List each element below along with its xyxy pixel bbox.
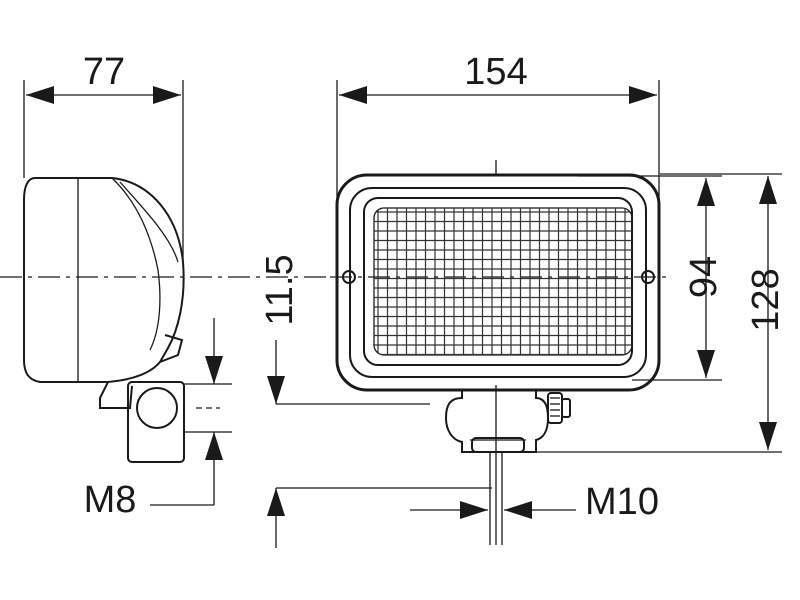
dim-77-label: 77 bbox=[83, 51, 125, 93]
lens-grid bbox=[374, 208, 632, 355]
dim-128-arrow-bottom bbox=[759, 422, 777, 450]
dim-11-5-arrow-bottom bbox=[267, 488, 285, 516]
side-bracket-block bbox=[127, 381, 185, 463]
m10-arrow-right bbox=[504, 501, 532, 519]
dim-128-label: 128 bbox=[745, 268, 787, 331]
front-housing-inner bbox=[349, 187, 647, 378]
mount-stem bbox=[444, 390, 550, 453]
side-inner-curve bbox=[111, 177, 161, 351]
dim-94-arrow-top bbox=[697, 178, 715, 206]
front-lens-border bbox=[373, 207, 633, 356]
side-connector bbox=[159, 334, 184, 363]
mount-hole-left bbox=[342, 270, 356, 284]
dim-m8-label: M8 bbox=[84, 479, 137, 521]
dimension-94: 94 bbox=[578, 175, 725, 381]
front-housing-outer bbox=[335, 173, 661, 392]
front-view bbox=[335, 160, 661, 545]
m8-arrow-bottom bbox=[205, 432, 223, 460]
dim-11-5-arrow-top bbox=[267, 376, 285, 404]
dim-154-label: 154 bbox=[464, 51, 527, 93]
front-lens-frame bbox=[363, 197, 633, 366]
side-bracket-arm bbox=[99, 381, 133, 409]
adjust-knob-cap bbox=[561, 398, 571, 418]
dimension-11-5: 11.5 bbox=[259, 254, 492, 548]
dim-77-arrow-right bbox=[153, 86, 181, 104]
dim-94-label: 94 bbox=[683, 256, 725, 298]
dim-154-arrow-right bbox=[629, 86, 657, 104]
dim-128-arrow-top bbox=[759, 176, 777, 204]
dim-m10-label: M10 bbox=[585, 481, 659, 523]
side-top-curve bbox=[119, 181, 179, 263]
mount-slot bbox=[471, 437, 525, 453]
side-view bbox=[23, 177, 232, 463]
mount-hole-right bbox=[641, 270, 655, 284]
dim-94-arrow-bottom bbox=[697, 350, 715, 378]
side-housing-outline bbox=[23, 177, 185, 383]
dimension-77: 77 bbox=[23, 51, 184, 262]
dim-154-arrow-left bbox=[339, 86, 367, 104]
dimension-m8: M8 bbox=[84, 318, 223, 521]
dimension-154: 154 bbox=[336, 51, 660, 262]
m10-arrow-left bbox=[460, 501, 488, 519]
dimension-m10: M10 bbox=[410, 481, 659, 523]
dimension-128: 128 bbox=[536, 173, 787, 453]
dim-77-arrow-left bbox=[26, 86, 54, 104]
dim-11-5-label: 11.5 bbox=[259, 254, 301, 325]
m8-arrow-top bbox=[205, 356, 223, 384]
side-bolt-hole bbox=[136, 387, 178, 429]
